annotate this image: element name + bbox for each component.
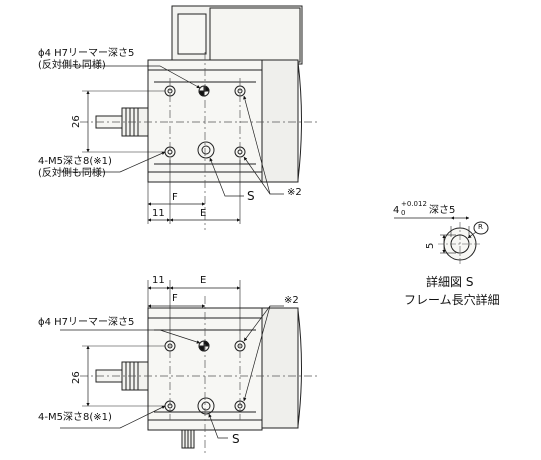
top-dim-height: 26 <box>71 115 82 128</box>
radius-marker <box>473 221 489 235</box>
motor-body <box>261 59 299 183</box>
bottom-view <box>60 280 318 454</box>
bottom-callout-s: S <box>232 432 240 446</box>
motor-body-bottom <box>261 307 299 429</box>
bottom-dim-height: 26 <box>71 371 82 384</box>
bottom-dim-f: F <box>172 293 178 304</box>
detail-tolerance-base: 4 <box>393 205 400 216</box>
detail-dim-5: 5 <box>425 242 436 249</box>
top-dim-11: 11 <box>152 208 165 219</box>
detail-title: 詳細図 S <box>426 275 474 289</box>
bottom-reamer-note: ϕ4 H7リーマー深さ5 <box>38 317 135 328</box>
top-thread-note-sub: (反対側も同様) <box>38 168 106 179</box>
detail-subtitle: フレーム長穴詳細 <box>404 293 500 307</box>
detail-radius-label: R <box>478 223 483 231</box>
bottom-callout-note2: ※2 <box>284 295 299 306</box>
detail-tolerance-lower: 0 <box>401 209 406 217</box>
bottom-dim-e: E <box>200 275 207 286</box>
top-reamer-note-sub: (反対側も同様) <box>38 60 106 71</box>
top-dim-f: F <box>172 192 178 203</box>
top-view <box>60 5 318 230</box>
top-dim-e: E <box>200 208 207 219</box>
bottom-dim-11: 11 <box>152 275 165 286</box>
detail-depth-text: 深さ5 <box>429 205 456 216</box>
bottom-thread-note: 4-M5深さ8(※1) <box>38 412 112 423</box>
top-callout-note2: ※2 <box>287 187 302 198</box>
top-thread-note: 4-M5深さ8(※1) <box>38 156 112 167</box>
connector-cap <box>177 13 207 55</box>
top-reamer-note: ϕ4 H7リーマー深さ5 <box>38 48 135 59</box>
detail-tolerance-upper: +0.012 <box>401 200 427 208</box>
detail-s <box>394 216 489 266</box>
top-callout-s: S <box>247 189 255 203</box>
